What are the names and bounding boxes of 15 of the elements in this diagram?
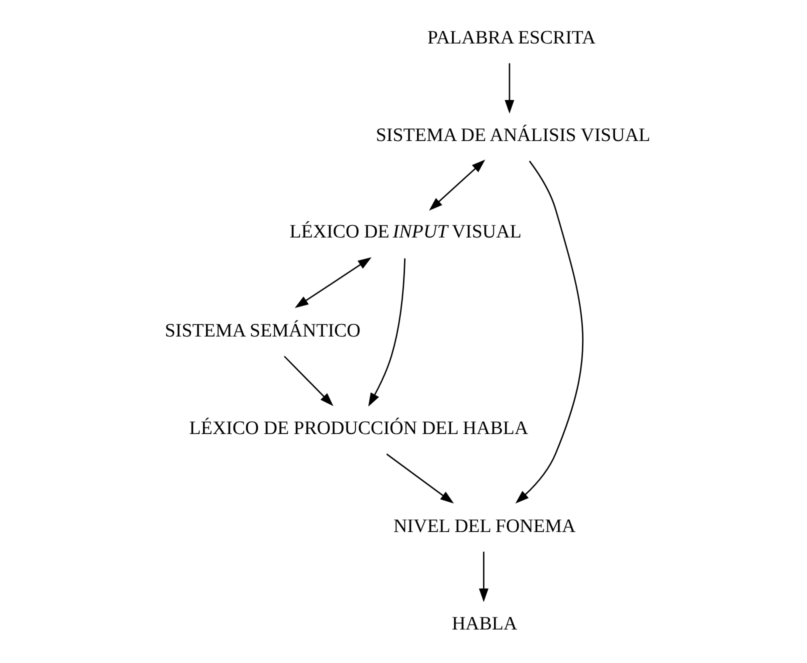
node-text: LÉXICO DE INPUT VISUAL: [289, 221, 521, 242]
arrow: [514, 160, 583, 504]
node-text: LÉXICO DE PRODUCCIÓN DEL HABLA: [188, 418, 528, 440]
arrow: [428, 160, 485, 211]
node-text: PALABRA ESCRITA: [426, 27, 596, 48]
node-text: NIVEL DEL FONEMA: [392, 516, 576, 537]
arrow: [478, 552, 488, 602]
node-text: SISTEMA DE ANÁLISIS VISUAL: [375, 125, 650, 146]
node-text: HABLA: [451, 614, 517, 635]
arrow: [368, 258, 406, 407]
arrow: [283, 356, 333, 406]
arrow: [504, 63, 514, 114]
arrow: [294, 257, 372, 308]
node-text: SISTEMA SEMÁNTICO: [164, 320, 360, 342]
arrow: [386, 453, 454, 504]
